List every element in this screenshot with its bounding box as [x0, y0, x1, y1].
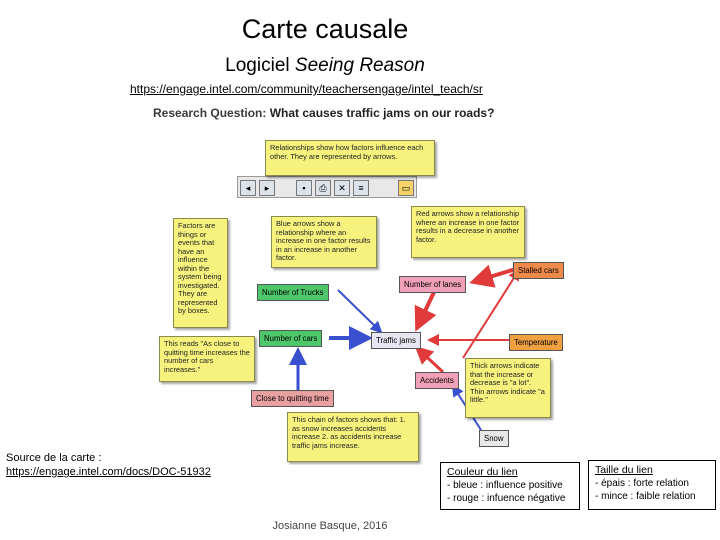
- author-credit: Josianne Basque, 2016: [272, 520, 388, 532]
- link-trucks-jams: [337, 289, 383, 334]
- notes-icon[interactable]: ≡: [353, 180, 369, 196]
- subtitle-software-name: Seeing Reason: [294, 55, 425, 76]
- folder-icon[interactable]: ▭: [398, 180, 414, 196]
- delete-icon[interactable]: ✕: [334, 180, 350, 196]
- note-thick-arrows: Thick arrows indicate that the increase …: [465, 358, 551, 418]
- link-temperature-stalled: [462, 268, 521, 359]
- toolbar: ◂ ▸ ▪ ⎙ ✕ ≡ ▭: [237, 176, 417, 198]
- top-url-link[interactable]: https://engage.intel.com/community/teach…: [130, 82, 483, 96]
- source-label: Source de la carte :: [6, 452, 102, 464]
- note-blue-arrows: Blue arrows show a relationship where an…: [271, 216, 377, 268]
- legend-color-heading: Couleur du lien: [447, 466, 518, 478]
- research-question-label: Research Question:: [153, 106, 267, 120]
- page-subtitle: Logiciel Seeing Reason: [0, 55, 650, 77]
- legend-color-line2: - rouge : infuence négative: [447, 493, 566, 504]
- forward-icon[interactable]: ▸: [259, 180, 275, 196]
- note-chain: This chain of factors shows that: 1. as …: [287, 412, 419, 462]
- link-lanes-jams: [414, 289, 437, 332]
- causal-map-screenshot: Research Question: What causes traffic j…: [153, 100, 583, 465]
- legend-size-line2: - mince : faible relation: [595, 491, 696, 502]
- factor-snow[interactable]: Snow: [479, 430, 509, 447]
- note-reads: This reads "As close to quitting time in…: [159, 336, 255, 382]
- factor-number-of-cars[interactable]: Number of cars: [259, 330, 323, 347]
- note-factors: Factors are things or events that have a…: [173, 218, 228, 328]
- legend-size-line1: - épais : forte relation: [595, 478, 689, 489]
- legend-link-color: Couleur du lien - bleue : influence posi…: [440, 462, 580, 510]
- page-title: Carte causale: [241, 14, 409, 44]
- save-icon[interactable]: ▪: [296, 180, 312, 196]
- legend-size-heading: Taille du lien: [595, 464, 653, 476]
- factor-traffic-jams[interactable]: Traffic jams: [371, 332, 421, 349]
- factor-stalled-cars[interactable]: Stalled cars: [513, 262, 564, 279]
- research-question: Research Question: What causes traffic j…: [153, 106, 494, 120]
- research-question-text: What causes traffic jams on our roads?: [269, 106, 495, 120]
- factor-close-to-quitting-time[interactable]: Close to quitting time: [251, 390, 334, 407]
- legend-link-size: Taille du lien - épais : forte relation …: [588, 460, 716, 510]
- subtitle-prefix: Logiciel: [225, 55, 295, 76]
- factor-temperature[interactable]: Temperature: [509, 334, 563, 351]
- note-relationships: Relationships show how factors influence…: [265, 140, 435, 176]
- back-icon[interactable]: ◂: [240, 180, 256, 196]
- note-red-arrows: Red arrows show a relationship where an …: [411, 206, 525, 258]
- factor-number-of-lanes[interactable]: Number of lanes: [399, 276, 467, 293]
- print-icon[interactable]: ⎙: [315, 180, 331, 196]
- factor-number-of-trucks[interactable]: Number of Trucks: [257, 284, 329, 301]
- source-url-link[interactable]: https://engage.intel.com/docs/DOC-51932: [6, 466, 211, 478]
- factor-accidents[interactable]: Accidents: [415, 372, 459, 389]
- link-accidents-jams: [414, 345, 445, 374]
- legend-color-line1: - bleue : influence positive: [447, 480, 563, 491]
